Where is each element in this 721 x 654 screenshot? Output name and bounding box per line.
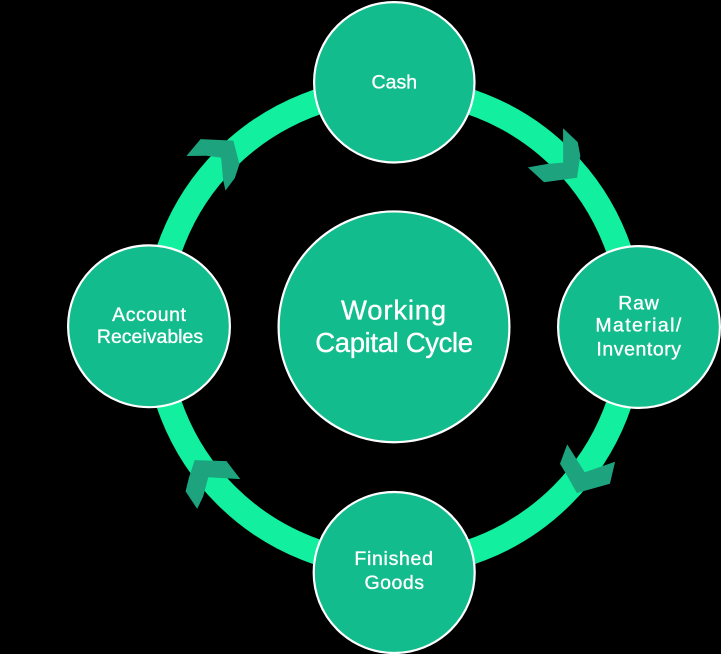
svg-text:Working: Working [341,294,447,325]
svg-text:Goods: Goods [365,572,425,594]
svg-text:Receivables: Receivables [97,326,203,348]
svg-text:Raw: Raw [618,293,660,315]
svg-text:Capital Cycle: Capital Cycle [315,327,473,358]
svg-text:Cash: Cash [372,72,418,94]
svg-text:Material/: Material/ [595,315,682,337]
svg-text:Account: Account [112,304,186,326]
svg-text:Inventory: Inventory [596,338,681,360]
svg-text:Finished: Finished [354,548,433,570]
